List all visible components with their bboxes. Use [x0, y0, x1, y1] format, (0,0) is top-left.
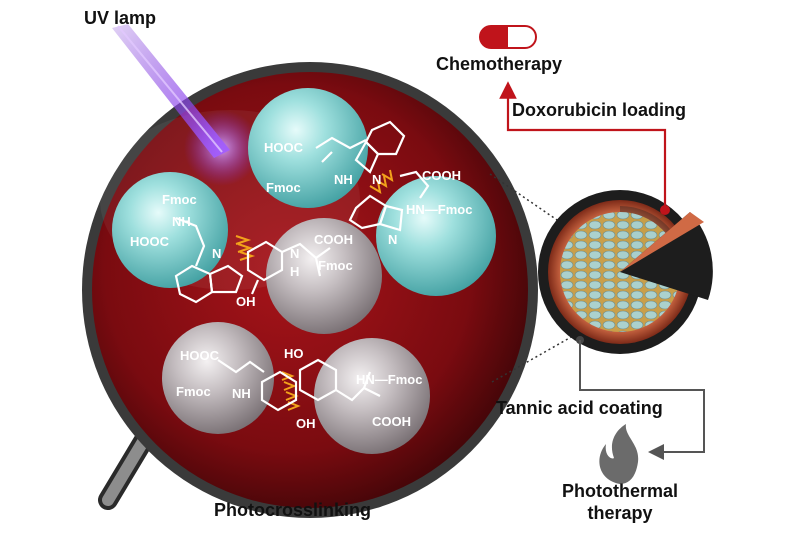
mol-br-3: COOH — [372, 414, 411, 429]
mol-left-3: HOOC — [130, 234, 170, 249]
sphere-grey-bottom-right — [314, 338, 430, 454]
mol-left-2: NH — [172, 214, 191, 229]
mol-center-3: H — [290, 264, 299, 279]
mol-center-1: COOH — [314, 232, 353, 247]
sphere-teal-top — [248, 88, 368, 208]
tannic-acid-arrow — [579, 340, 705, 460]
sphere-grey-bottom-left — [162, 322, 274, 434]
mol-top-right-2: HN—Fmoc — [406, 202, 472, 217]
doxorubicin-loading-label: Doxorubicin loading — [512, 100, 686, 120]
mol-top-right-4: N — [388, 232, 397, 247]
flame-icon — [599, 424, 639, 484]
molecule-skeletons — [174, 120, 430, 412]
sphere-teal-right — [376, 176, 496, 296]
mol-top-left-2: NH — [334, 172, 353, 187]
pill-icon — [479, 25, 537, 49]
mol-br-4: OH — [296, 416, 316, 431]
mol-left-1: Fmoc — [162, 192, 197, 207]
crosslink-bonds — [235, 169, 394, 411]
mol-bl-1: HOOC — [180, 348, 220, 363]
mol-center-5: OH — [236, 294, 256, 309]
tannic-acid-coating-label: Tannic acid coating — [496, 398, 663, 418]
uv-lamp-icon — [112, 24, 260, 186]
mol-br-1: HO — [284, 346, 304, 361]
mol-top-right-1: COOH — [422, 168, 461, 183]
mol-bl-3: Fmoc — [176, 384, 211, 399]
photothermal-therapy-label: Photothermal therapy — [561, 481, 678, 523]
nanoparticle — [538, 190, 713, 354]
sphere-teal-left — [112, 172, 228, 288]
doxorubicin-arrow — [499, 81, 667, 210]
mol-top-right-3: N — [372, 172, 381, 187]
mol-center-4: Fmoc — [318, 258, 353, 273]
uv-lamp-label: UV lamp — [84, 8, 157, 28]
mol-br-2: HN—Fmoc — [356, 372, 422, 387]
mol-top-left-1: HOOC — [264, 140, 304, 155]
mol-left-4: N — [212, 246, 221, 261]
photocrosslinking-label: Photocrosslinking — [214, 500, 372, 520]
mol-center-2: N — [290, 246, 299, 261]
molecule-labels: HOOC NH Fmoc COOH HN—Fmoc N N Fmoc NH HO… — [130, 140, 472, 431]
mol-top-left-3: Fmoc — [266, 180, 301, 195]
chemotherapy-label: Chemotherapy — [436, 54, 563, 74]
mol-bl-2: NH — [232, 386, 251, 401]
